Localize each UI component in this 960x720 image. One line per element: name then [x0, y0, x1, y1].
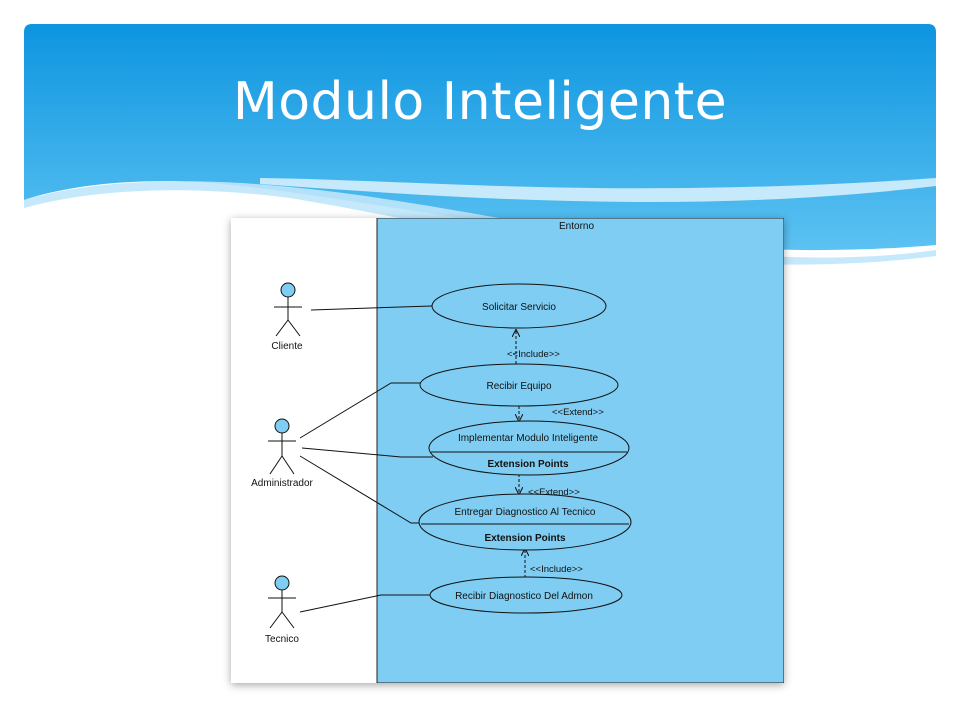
actor-tecnico [268, 575, 296, 629]
assoc-cliente-solicitar [310, 305, 433, 311]
actor-head [280, 282, 296, 298]
assoc-admin-entregar [299, 455, 421, 524]
use-case-solicitar-servicio: Solicitar Servicio [431, 283, 607, 329]
actor-cliente [274, 282, 302, 337]
actor-label-administrador: Administrador [251, 478, 313, 489]
use-case-recibir-diagnostico: Recibir Diagnostico Del Admon [429, 576, 623, 614]
actor-label-tecnico: Tecnico [265, 634, 299, 645]
slide-title: Modulo Inteligente [232, 72, 728, 132]
dependencies [516, 330, 525, 578]
assoc-tecnico-recibir-diag [299, 594, 430, 613]
actor-head [274, 575, 290, 591]
associations [299, 305, 433, 613]
actor-administrador [268, 418, 296, 475]
system-label: Entorno [559, 221, 594, 232]
include2-label: <<Include>> [530, 564, 583, 575]
header-wave-streak [260, 178, 936, 203]
extension-points-label: Extension Points [487, 459, 569, 470]
use-case-label: Entregar Diagnostico Al Tecnico [454, 507, 595, 518]
actor-label-cliente: Cliente [271, 341, 303, 352]
assoc-admin-implementar [301, 447, 433, 458]
use-case-label: Implementar Modulo Inteligente [458, 433, 599, 444]
use-case-diagram: Entorno <<Include>> <<Extend>> <<Extend>… [231, 218, 784, 683]
assoc-admin-recibir-equipo [299, 382, 421, 439]
diagram-canvas: Entorno <<Include>> <<Extend>> <<Extend>… [251, 218, 784, 683]
extend2-label: <<Extend>> [528, 487, 580, 498]
extension-points-label: Extension Points [484, 533, 566, 544]
include1-label: <<Include>> [507, 349, 560, 360]
extend1-label: <<Extend>> [552, 407, 604, 418]
use-case-entregar-diagnostico: Entregar Diagnostico Al Tecnico Extensio… [418, 493, 632, 551]
use-case-label: Solicitar Servicio [482, 302, 556, 313]
use-case-label: Recibir Diagnostico Del Admon [455, 591, 593, 602]
actor-head [274, 418, 290, 434]
use-case-label: Recibir Equipo [486, 381, 551, 392]
use-case-implementar-modulo: Implementar Modulo Inteligente Extension… [428, 420, 630, 476]
use-case-recibir-equipo: Recibir Equipo [419, 363, 619, 407]
